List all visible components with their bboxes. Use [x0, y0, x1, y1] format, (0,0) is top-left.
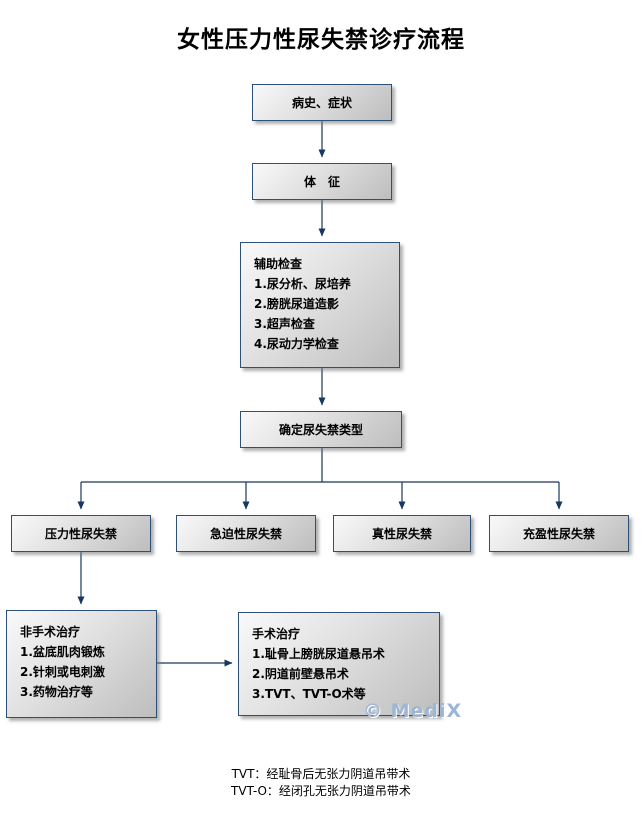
footnotes: TVT：经耻骨后无张力阴道吊带术 TVT-O：经闭孔无张力阴道吊带术: [0, 766, 642, 800]
node-genuine-incontinence-label: 真性尿失禁: [371, 527, 432, 541]
page-title: 女性压力性尿失禁诊疗流程: [177, 27, 465, 53]
auxiliary-item-4: 4.尿动力学检查: [254, 337, 339, 351]
surgical-item-1: 1.耻骨上膀胱尿道悬吊术: [252, 647, 385, 661]
node-surgical-treatment-title: 手术治疗: [252, 627, 301, 641]
node-urge-incontinence: 急迫性尿失禁: [176, 515, 316, 552]
node-stress-incontinence: 压力性尿失禁: [11, 515, 151, 552]
node-surgical-treatment: 手术治疗 1.耻骨上膀胱尿道悬吊术 2.阴道前壁悬吊术 3.TVT、TVT-O术…: [238, 612, 440, 716]
node-auxiliary-exams-title: 辅助检查: [254, 257, 303, 271]
node-urge-incontinence-label: 急迫性尿失禁: [209, 527, 282, 541]
footnote-tvt-o: TVT-O：经闭孔无张力阴道吊带术: [231, 784, 411, 798]
node-overflow-incontinence: 充盈性尿失禁: [489, 515, 629, 552]
node-history-symptoms: 病史、症状: [252, 84, 392, 121]
surgical-item-2: 2.阴道前壁悬吊术: [252, 667, 349, 681]
node-history-symptoms-label: 病史、症状: [291, 96, 352, 110]
node-stress-incontinence-label: 压力性尿失禁: [44, 527, 117, 541]
node-physical-signs: 体 征: [252, 163, 392, 200]
node-physical-signs-label: 体 征: [303, 175, 340, 189]
footnote-tvt: TVT：经耻骨后无张力阴道吊带术: [231, 767, 411, 781]
nonsurgical-item-2: 2.针刺或电刺激: [20, 665, 105, 679]
nonsurgical-item-1: 1.盆底肌肉锻炼: [20, 645, 105, 659]
node-nonsurgical-treatment: 非手术治疗 1.盆底肌肉锻炼 2.针刺或电刺激 3.药物治疗等: [6, 610, 157, 718]
node-determine-type-label: 确定尿失禁类型: [278, 423, 363, 437]
auxiliary-item-3: 3.超声检查: [254, 317, 315, 331]
node-overflow-incontinence-label: 充盈性尿失禁: [522, 527, 595, 541]
nonsurgical-item-3: 3.药物治疗等: [20, 685, 93, 699]
auxiliary-item-1: 1.尿分析、尿培养: [254, 277, 351, 291]
medix-watermark: © MediX: [363, 700, 463, 722]
auxiliary-item-2: 2.膀胱尿道造影: [254, 297, 339, 311]
node-determine-type: 确定尿失禁类型: [240, 411, 402, 448]
surgical-item-3: 3.TVT、TVT-O术等: [252, 687, 366, 701]
node-genuine-incontinence: 真性尿失禁: [333, 515, 471, 552]
node-nonsurgical-treatment-title: 非手术治疗: [20, 625, 81, 639]
node-auxiliary-exams: 辅助检查 1.尿分析、尿培养 2.膀胱尿道造影 3.超声检查 4.尿动力学检查: [240, 242, 400, 368]
